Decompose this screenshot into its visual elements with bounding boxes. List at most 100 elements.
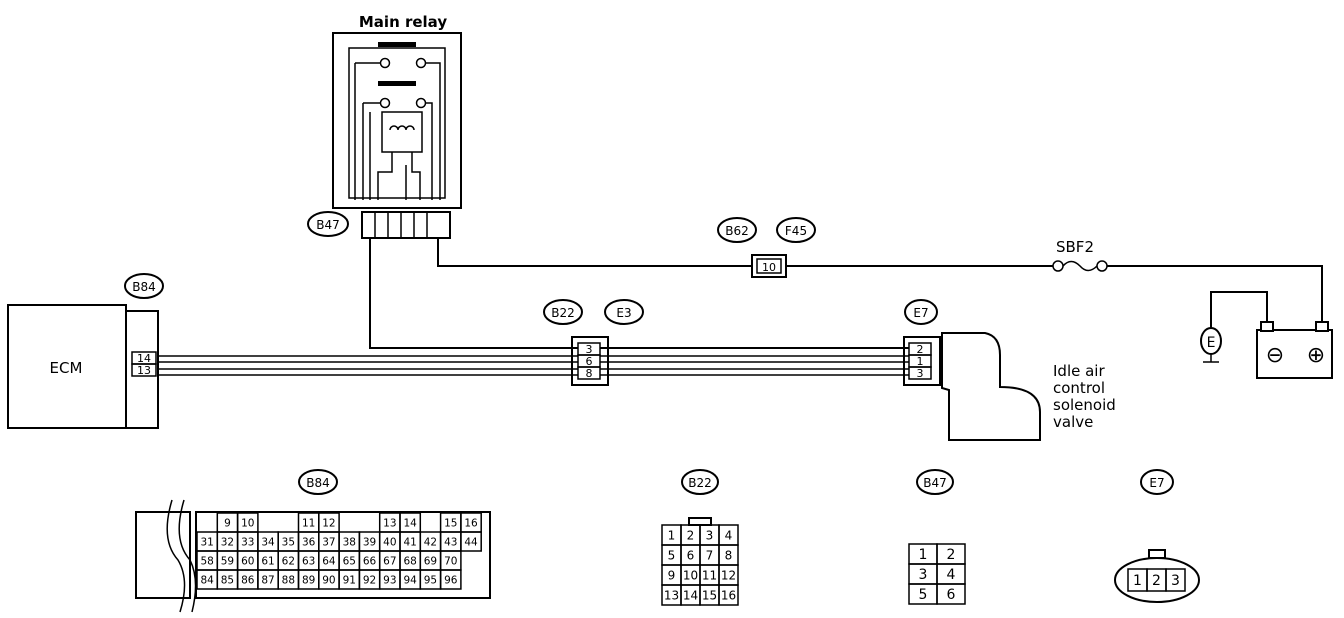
wire-ecm-13	[158, 368, 578, 376]
valve-label-line-3: solenoid	[1053, 396, 1116, 414]
b22-pin-14: 14	[683, 588, 698, 602]
b84-pin-16: 16	[464, 517, 478, 529]
b84-pin-62: 62	[282, 555, 295, 567]
e7-face-title: E7	[1149, 476, 1164, 490]
b47-connector-tag	[307, 211, 349, 237]
wire-ecm-14	[158, 355, 578, 363]
relay-coil-icon	[389, 125, 415, 131]
main-relay-title: Main relay	[359, 13, 447, 31]
b84-pin-12: 12	[322, 517, 335, 529]
b84-pin-84: 84	[200, 574, 214, 586]
relay-lead-5	[369, 112, 407, 200]
b84-pin-44-cell	[460, 531, 482, 552]
relay-contact-bar-2	[378, 81, 416, 86]
b22-connector-label: B22	[551, 306, 575, 320]
valve-label-line-1: Idle air	[1053, 362, 1105, 380]
b84-face-title: B84	[306, 476, 330, 490]
e7-pin-1: 2	[917, 343, 924, 356]
joint-pin-3: 8	[586, 367, 593, 380]
b62-pin-label: 10	[762, 261, 776, 274]
relay-terminal-block: B47	[307, 211, 451, 239]
wire-relay-to-b62	[437, 238, 752, 267]
ground-label: E	[1207, 335, 1216, 351]
b84-pin-61: 61	[261, 555, 274, 567]
battery-pos-post	[1315, 321, 1329, 332]
b84-pin-36: 36	[302, 536, 316, 548]
b84-pin-9: 9	[224, 517, 231, 529]
relay-contact-bar-1	[378, 42, 416, 47]
b47-connector-label: B47	[316, 218, 340, 232]
main-relay-inner-box	[348, 47, 446, 199]
joint-pin-1: 3	[586, 343, 593, 356]
b84-pin-85: 85	[221, 574, 234, 586]
b84-face-break-1	[166, 499, 186, 613]
e3-connector-label: E3	[616, 306, 631, 320]
e7-pin-1: 1	[1133, 573, 1142, 589]
b22-pin-15: 15	[702, 588, 717, 602]
b84-face-latch	[135, 511, 191, 599]
b22-pin-16: 16	[721, 588, 736, 602]
b22-face-tag	[681, 469, 719, 495]
b84-pin-32: 32	[221, 536, 234, 548]
main-relay: Main relay	[332, 13, 462, 209]
e7-connector-label: E7	[913, 306, 928, 320]
main-relay-outer-box	[332, 32, 462, 209]
b47-pin-4: 4	[947, 567, 956, 583]
b22-pin-9: 9	[668, 568, 676, 582]
relay-lead-1	[355, 62, 441, 200]
b22-connector-tag	[543, 299, 583, 325]
b22-pin-4: 4	[725, 528, 733, 542]
b47-pin-2: 2	[947, 547, 956, 563]
b84-pin-42: 42	[424, 536, 437, 548]
fuse-terminal-left	[1052, 260, 1064, 272]
b84-pin-13: 13	[383, 517, 396, 529]
b22-pin-16-cell	[718, 584, 739, 606]
relay-terminal-housing	[361, 211, 451, 239]
b84-face-tag	[298, 469, 338, 495]
b84-pin-64: 64	[322, 555, 336, 567]
b22-pin-12: 12	[721, 568, 736, 582]
e7-connector-tag	[904, 299, 938, 325]
b84-pin-66: 66	[363, 555, 377, 567]
e7-pin-2: 1	[917, 355, 924, 368]
f45-connector-label: F45	[785, 224, 807, 238]
b22-pin-11: 11	[702, 568, 717, 582]
b47-pin-6-cell	[936, 583, 966, 605]
b84-connector-label: B84	[132, 280, 156, 294]
valve-label-line-4: valve	[1053, 413, 1093, 431]
e7-pin-2: 2	[1152, 573, 1161, 589]
b84-pin-94: 94	[403, 574, 417, 586]
b22-pin-3: 3	[706, 528, 714, 542]
b22-pin-10: 10	[683, 568, 698, 582]
b47-face-title: B47	[923, 476, 947, 490]
b22-pin-13: 13	[664, 588, 679, 602]
wire-relay-to-joint	[369, 238, 578, 349]
e7-pin-3: 3	[1171, 573, 1180, 589]
b84-pin-43: 43	[444, 536, 457, 548]
b84-pin-95: 95	[424, 574, 437, 586]
ecm-connector-body	[125, 310, 159, 429]
battery-negative-icon: ⊖	[1266, 343, 1284, 368]
b84-pin-90: 90	[322, 574, 335, 586]
b84-pin-65: 65	[343, 555, 356, 567]
b47-pin-6: 6	[947, 587, 956, 603]
b62-connector-label: B62	[725, 224, 749, 238]
b22-face-title: B22	[688, 476, 712, 490]
b84-pin-41: 41	[403, 536, 416, 548]
b84-pin-31: 31	[200, 536, 213, 548]
b84-pin-69: 69	[424, 555, 437, 567]
relay-lead-3	[354, 63, 364, 200]
b22-pin-2: 2	[687, 528, 695, 542]
battery-positive-icon: ⊕	[1307, 343, 1325, 368]
b84-pin-34: 34	[261, 536, 275, 548]
b47-face-tag	[916, 469, 954, 495]
relay-coil-box	[381, 111, 423, 153]
b84-pin-96: 96	[444, 574, 458, 586]
e7-face-tag	[1140, 469, 1174, 495]
wire-ecm-13-cont	[600, 368, 909, 376]
b84-pin-44: 44	[464, 536, 478, 548]
